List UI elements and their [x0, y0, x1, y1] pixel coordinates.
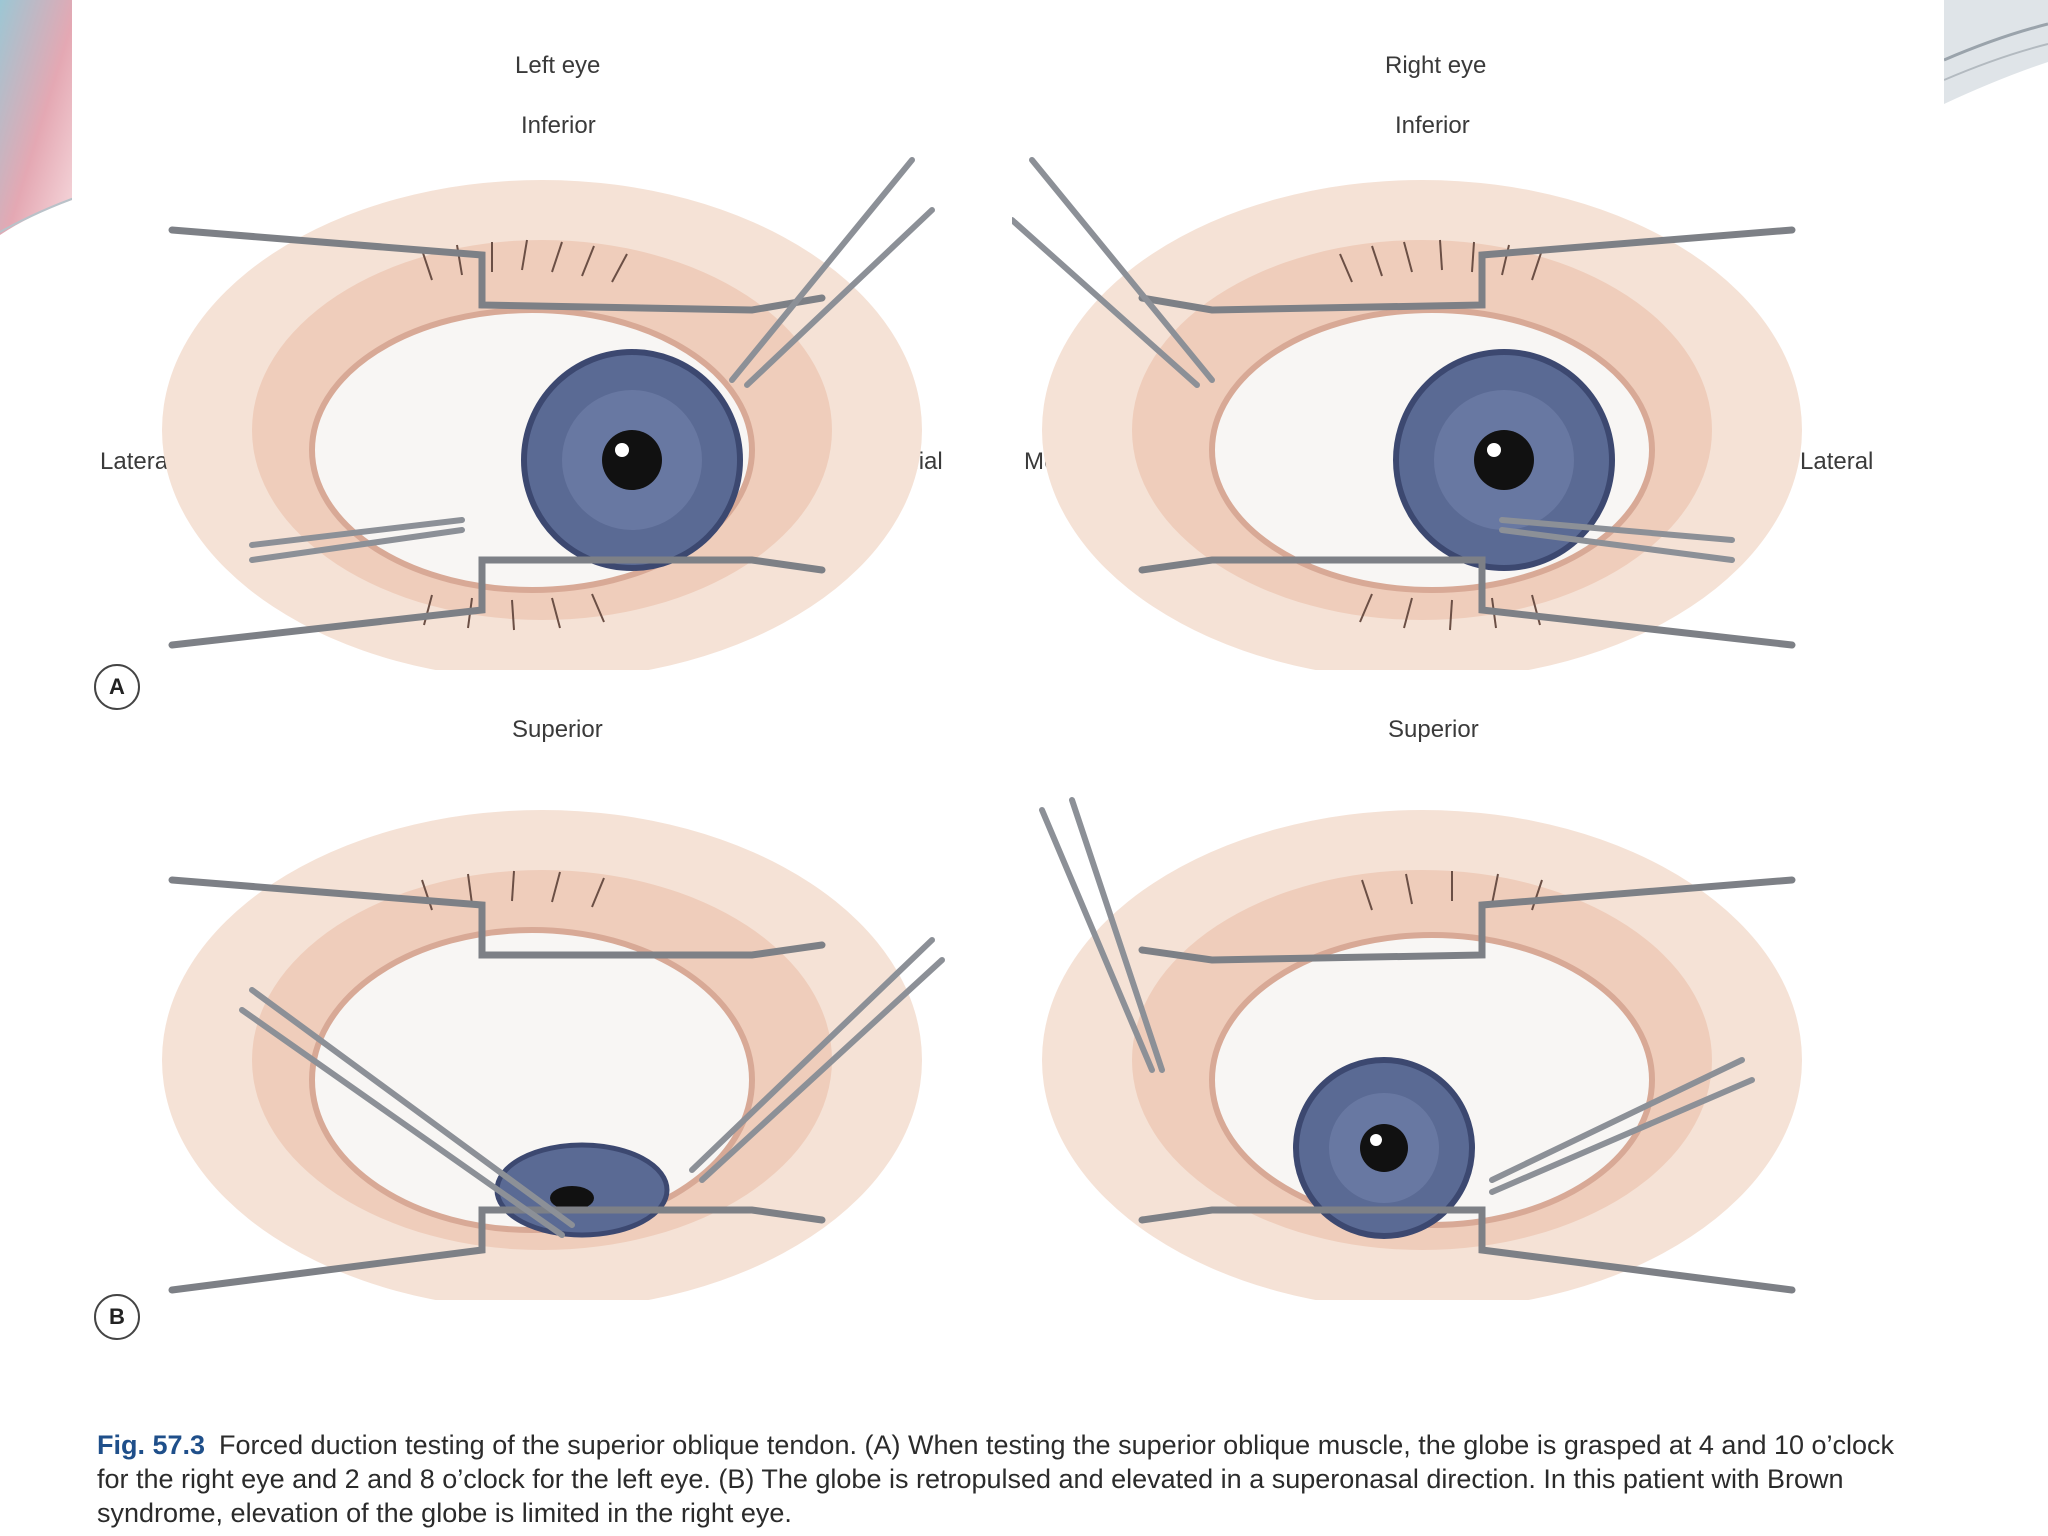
left-eye-speculum-b — [168, 876, 826, 1294]
left-eye-illustration-b — [162, 810, 945, 1300]
right-eye-forceps-b — [1039, 797, 1755, 1195]
left-eye-forceps — [249, 157, 935, 563]
panel-a: Left eye Inferior Right eye Inferior Lat… — [72, 0, 1944, 743]
right-eye-pupil — [1474, 430, 1534, 490]
left-eye-speculum — [168, 226, 826, 649]
right-eye-speculum-b — [1138, 876, 1796, 1294]
left-eye-lateral-label: Lateral — [100, 448, 174, 475]
right-eye-forceps — [1012, 157, 1735, 563]
left-eye-superior-label: Superior — [512, 716, 603, 743]
left-eye-eyelashes-top — [421, 239, 628, 283]
figure-number: Fig. 57.3 — [97, 1430, 206, 1460]
panel-a-badge: A — [94, 664, 140, 710]
right-eye-lateral-label: Lateral — [1800, 448, 1874, 475]
left-eye-sclera-b — [309, 927, 755, 1233]
right-eye-speculum — [1138, 226, 1796, 649]
left-eye-title: Left eye — [515, 52, 601, 79]
right-eye-illustration-b — [1039, 797, 1802, 1300]
left-eye-forceps-b — [239, 937, 945, 1238]
slide-corner-decoration — [0, 0, 72, 235]
figure-caption-text: Forced duction testing of the superior o… — [97, 1430, 1895, 1528]
right-eye-title: Right eye — [1385, 52, 1487, 79]
slide-corner-decoration-right — [1944, 0, 2048, 104]
left-eye-inferior-label: Inferior — [521, 112, 596, 139]
left-eye-illustration-a — [162, 157, 935, 670]
figure-57-3: Left eye Inferior Right eye Inferior Lat… — [72, 0, 1944, 1536]
left-eye-eyelashes-bottom — [423, 593, 605, 631]
panel-b: B — [72, 760, 1944, 1360]
right-eye-inferior-label: Inferior — [1395, 112, 1470, 139]
panel-b-badge: B — [94, 1294, 140, 1340]
right-eye-eyelashes-bottom — [1359, 593, 1541, 631]
right-eye-illustration-a — [1012, 157, 1802, 670]
right-eye-superior-label: Superior — [1388, 716, 1479, 743]
left-eye-pupil — [602, 430, 662, 490]
